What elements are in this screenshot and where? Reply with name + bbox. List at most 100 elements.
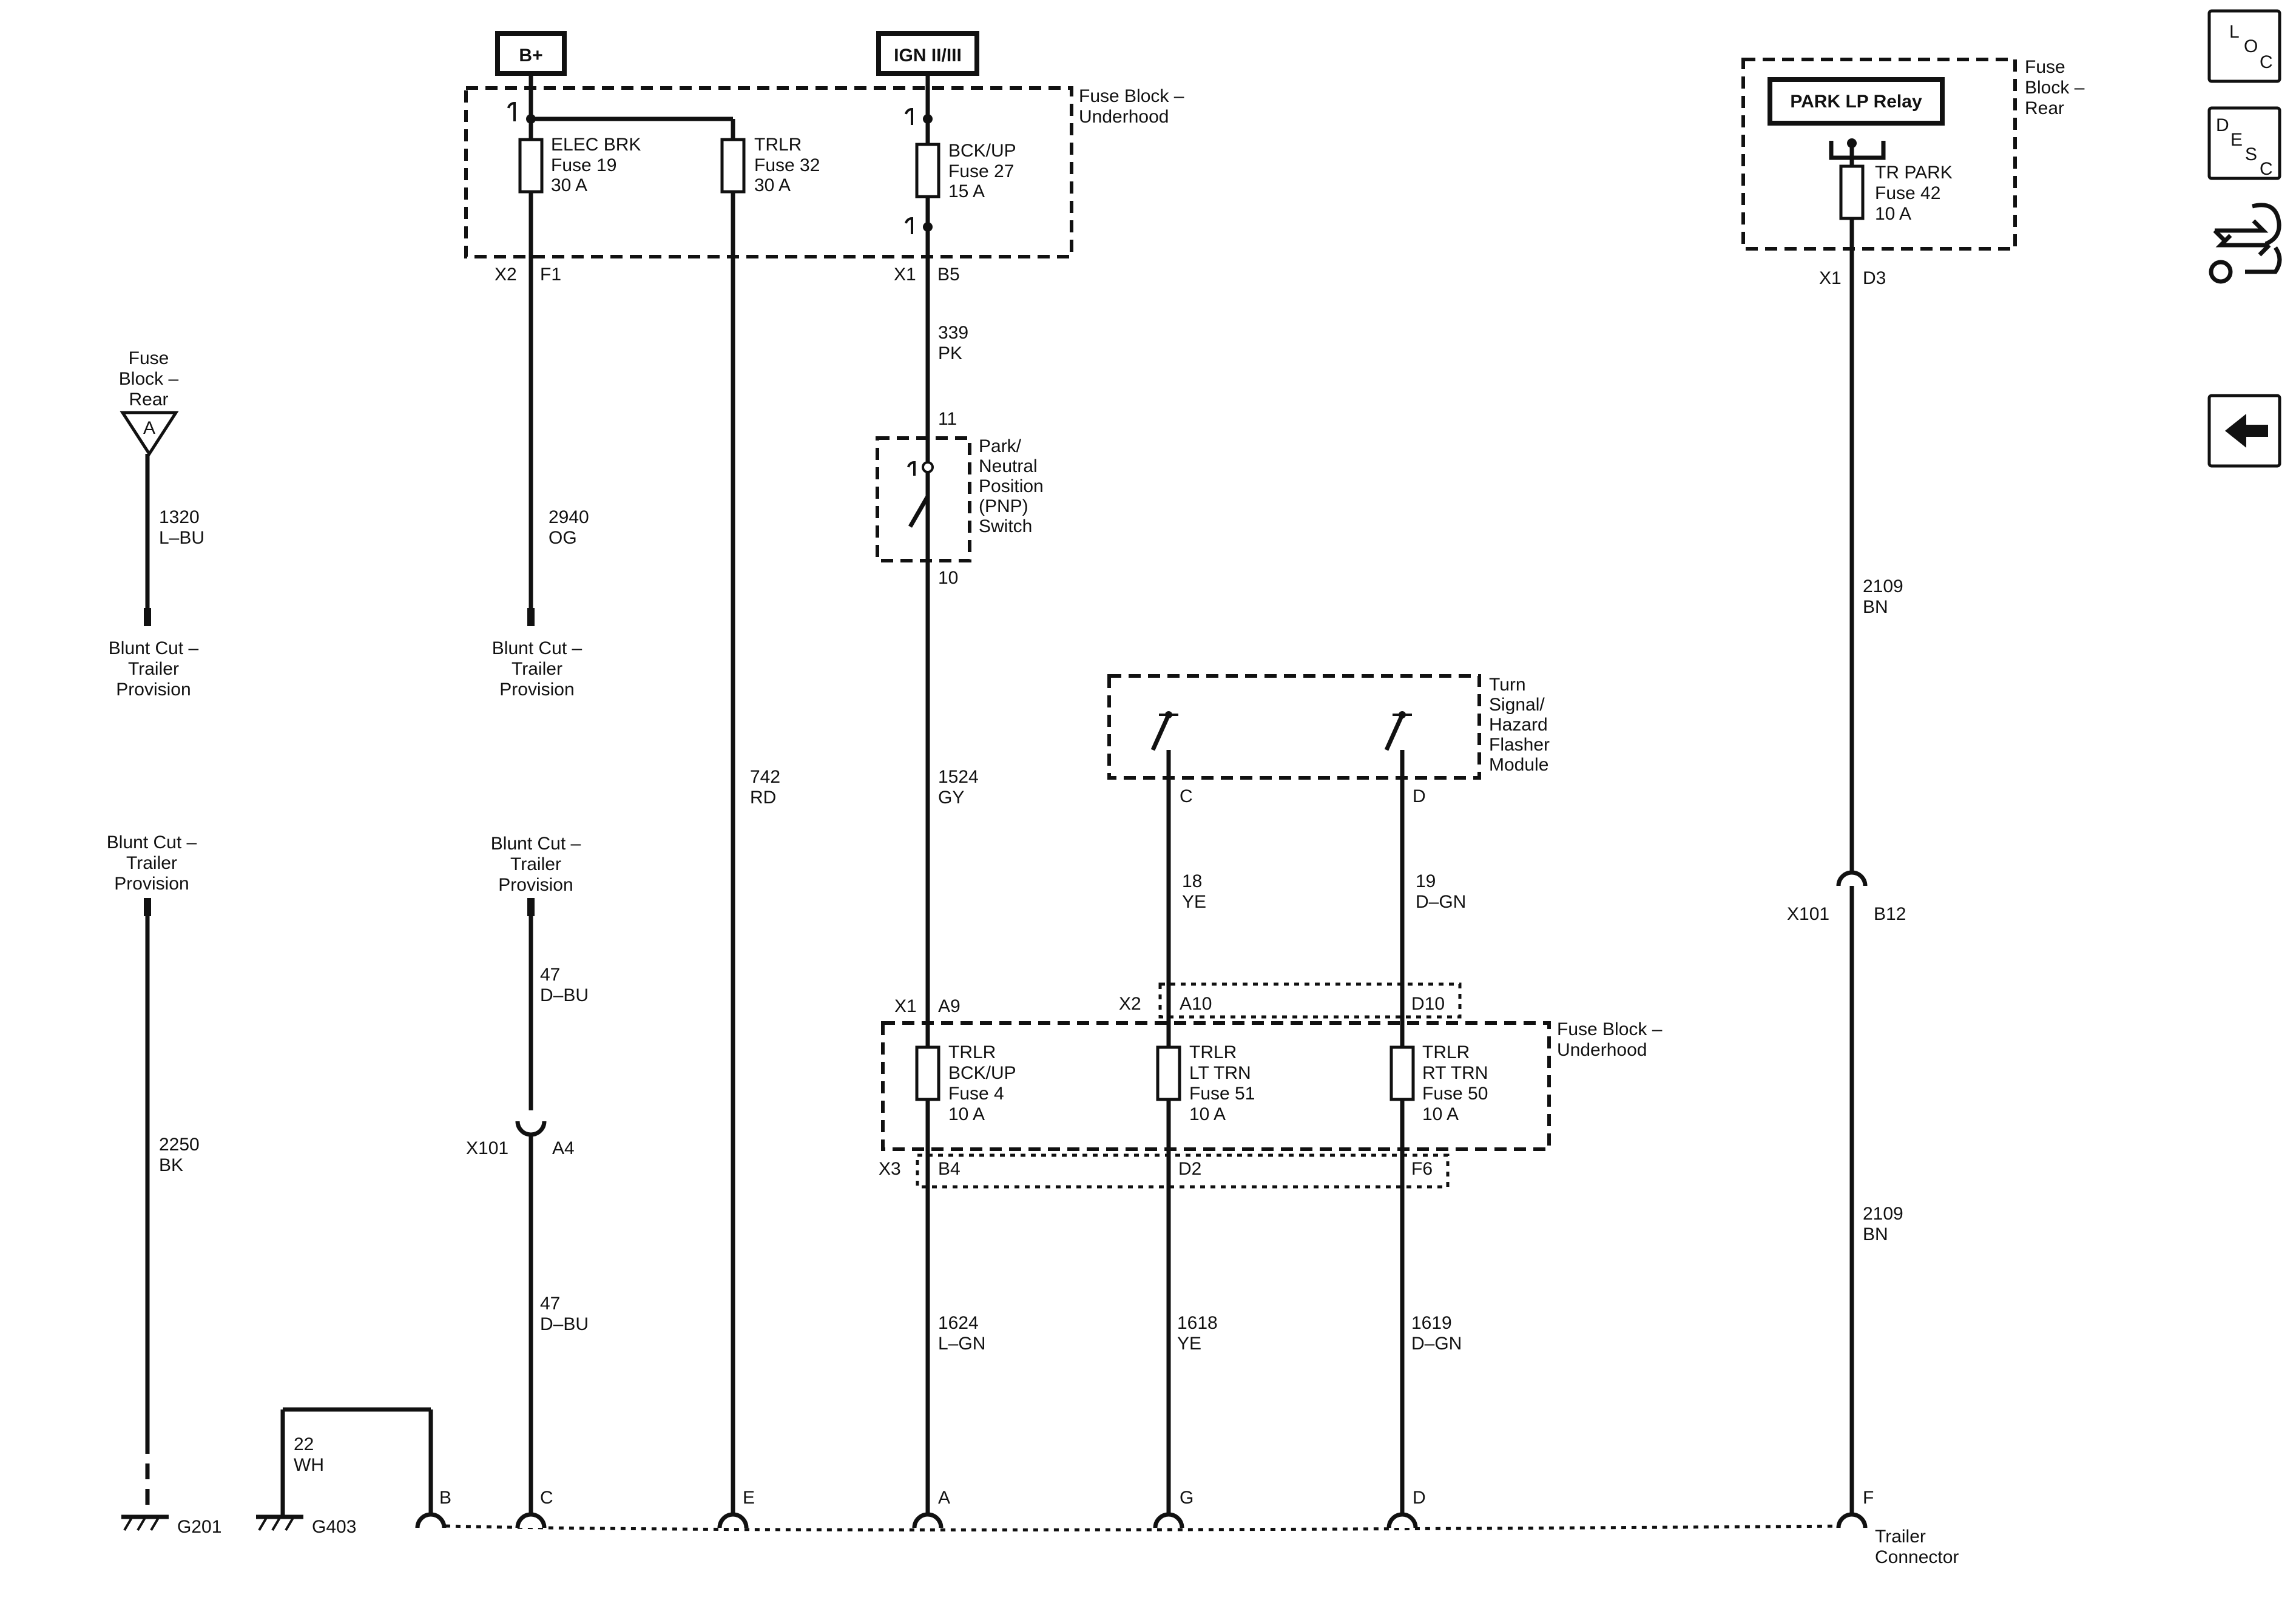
loc-letter-1: L — [2229, 22, 2240, 42]
wire-18-num: 18 — [1182, 871, 1202, 891]
park-lp-relay-label: PARK LP Relay — [1768, 77, 1945, 126]
trailer-pin-c-label: C — [540, 1488, 553, 1508]
bplus-text: B+ — [519, 46, 542, 66]
conn-b4-label: B4 — [938, 1159, 961, 1179]
conn-b5-label: B5 — [937, 265, 960, 285]
conn-f1-label: F1 — [540, 265, 561, 285]
conn-d3-label: D3 — [1863, 268, 1886, 288]
blunt3-line2: Trailer — [126, 853, 177, 873]
blunt1-line3: Provision — [116, 680, 191, 700]
flasher-pin-d: D — [1413, 786, 1426, 806]
back-arrow-icon — [2225, 414, 2268, 448]
fuse4-line3: Fuse 4 — [948, 1084, 1004, 1104]
conn-x2-label: X2 — [495, 265, 517, 285]
conn-x1-d3-x: X1 — [1819, 268, 1842, 288]
fbr-right-line2: Block – — [2025, 78, 2085, 98]
fuse-4-icon — [915, 1045, 940, 1101]
fuse50-line2: RT TRN — [1422, 1063, 1488, 1083]
flasher-line3: Hazard — [1489, 715, 1548, 735]
fuse32-line3: 30 A — [754, 175, 791, 195]
blunt4-line3: Provision — [498, 875, 573, 895]
wire-47a-color: D–BU — [540, 985, 589, 1005]
wire-1624-color: L–GN — [938, 1334, 985, 1354]
conn-x2-a10-x: X2 — [1119, 994, 1141, 1014]
wire-47b-color: D–BU — [540, 1314, 589, 1334]
trailer-pin-g-label: G — [1180, 1488, 1194, 1508]
fuse42-line2: Fuse 42 — [1875, 183, 1940, 203]
desc-button[interactable]: D E S C — [2207, 106, 2281, 180]
flasher-line2: Signal/ — [1489, 695, 1545, 715]
wire-1618-color: YE — [1177, 1334, 1201, 1354]
bplus-splice — [526, 114, 536, 124]
wire-1524-num: 1524 — [938, 767, 979, 787]
trailer-pin-e-icon — [717, 1512, 749, 1528]
trailer-pin-e-label: E — [743, 1488, 755, 1508]
trailer-pin-a-icon — [912, 1512, 944, 1528]
ign-connector-symbol-top — [905, 108, 913, 125]
pnp-line5: Switch — [979, 516, 1032, 536]
wire-2940-color: OG — [549, 528, 577, 548]
fbr-right-line1: Fuse — [2025, 57, 2065, 77]
trailer-connector-pins — [415, 1512, 1868, 1528]
ground-g403-label: G403 — [312, 1517, 356, 1537]
trailer-pin-c-icon — [515, 1512, 547, 1528]
x101-a4-pin: A4 — [552, 1138, 575, 1158]
conn-d2-label: D2 — [1178, 1159, 1201, 1179]
back-button[interactable] — [2207, 394, 2281, 468]
ign-connector-symbol-bottom — [905, 217, 913, 234]
loc-letter-2: O — [2244, 36, 2258, 56]
conn-f6-label: F6 — [1411, 1159, 1433, 1179]
wire-2250-num: 2250 — [159, 1135, 200, 1155]
fuse50-line3: Fuse 50 — [1422, 1084, 1488, 1104]
repair-tools-icon[interactable] — [2209, 203, 2282, 284]
blunt-cut-end-3 — [144, 898, 151, 916]
fuse-block-underhood-top-line2: Underhood — [1079, 107, 1169, 127]
blunt1-line2: Trailer — [128, 659, 179, 679]
conn-a10-label: A10 — [1180, 994, 1212, 1014]
fuse27-line2: Fuse 27 — [948, 161, 1014, 181]
x3-connector-outline — [916, 1153, 1450, 1189]
blunt2-line1: Blunt Cut – — [492, 638, 582, 658]
pnp-pin-10: 10 — [938, 568, 958, 588]
park-relay-text: PARK LP Relay — [1790, 92, 1922, 112]
fuse-block-rear-terminal-icon — [120, 411, 179, 457]
trailer-pin-b-icon — [415, 1512, 447, 1528]
fbr-left-line2: Block – — [119, 369, 179, 389]
flasher-switch-right-icon — [1384, 711, 1412, 751]
ground-g201-label: G201 — [177, 1517, 221, 1537]
wire-47a-num: 47 — [540, 965, 560, 985]
wire-19-color: D–GN — [1416, 892, 1466, 912]
flasher-line5: Module — [1489, 755, 1548, 775]
fuse-51-icon — [1156, 1045, 1181, 1101]
wire-1624-num: 1624 — [938, 1313, 979, 1333]
wire-339-color: PK — [938, 343, 962, 363]
wire-18-color: YE — [1182, 892, 1206, 912]
desc-letter-1: D — [2216, 115, 2229, 135]
bplus-connector-symbol — [507, 102, 516, 121]
fuse32-line2: Fuse 32 — [754, 155, 820, 175]
wire-1320-num: 1320 — [159, 507, 200, 527]
fuse51-line4: 10 A — [1189, 1104, 1226, 1124]
x101-b12-pin: B12 — [1874, 904, 1906, 924]
desc-letter-2: E — [2230, 130, 2243, 150]
flasher-switch-left-icon — [1150, 711, 1178, 751]
fuse-50-icon — [1389, 1045, 1415, 1101]
fuse-block-underhood-lower-line2: Underhood — [1557, 1040, 1647, 1060]
blunt3-line3: Provision — [114, 874, 189, 894]
fuse-block-underhood-top-line1: Fuse Block – — [1079, 86, 1184, 106]
trailer-pin-d-label: D — [1413, 1488, 1426, 1508]
desc-letter-3: S — [2245, 144, 2257, 164]
fuse-42-icon — [1839, 164, 1865, 220]
loc-button[interactable]: L O C — [2207, 9, 2281, 83]
fbr-left-line1: Fuse — [129, 348, 169, 368]
pnp-line2: Neutral — [979, 456, 1038, 476]
fuse-block-underhood-top-outline — [464, 86, 1073, 258]
blunt-cut-end-4 — [527, 898, 535, 916]
blunt3-line1: Blunt Cut – — [107, 832, 197, 852]
trailer-pin-d-icon — [1386, 1512, 1418, 1528]
fuse27-line1: BCK/UP — [948, 141, 1016, 161]
wire-1524-color: GY — [938, 788, 964, 808]
wire-2940-num: 2940 — [549, 507, 589, 527]
pnp-pin-11: 11 — [938, 409, 957, 429]
pnp-switch-outline — [876, 436, 971, 562]
